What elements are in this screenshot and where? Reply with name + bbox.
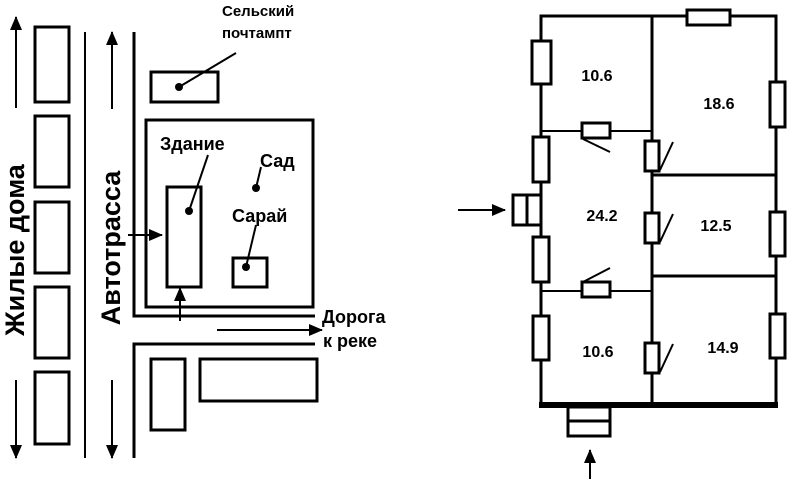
site-plan: Жилые дома Автотрасса Сельский почтампт … (0, 3, 387, 459)
building (165, 185, 203, 289)
house (33, 285, 71, 360)
room-area-label: 10.6 (582, 344, 613, 361)
room-area-label: 10.6 (581, 68, 612, 85)
door (643, 211, 661, 245)
road-edge-upper (132, 32, 315, 318)
door (643, 341, 661, 375)
garden-label: Сад (260, 151, 295, 171)
door-swing (659, 141, 674, 171)
road-edge-lower (132, 342, 315, 458)
room-area-label: 24.2 (586, 208, 617, 225)
residential-houses (33, 25, 71, 446)
road-label-line1: Дорога (322, 307, 387, 327)
building-leader (188, 154, 209, 212)
house (33, 25, 71, 104)
window (530, 39, 553, 86)
garden-leader (255, 166, 262, 189)
highway-label: Автотрасса (96, 170, 126, 326)
road-label-line2: к реке (323, 331, 377, 351)
house (33, 114, 71, 189)
door-swing (582, 267, 611, 283)
building-lower (149, 357, 187, 432)
plot (144, 118, 315, 309)
houses-label: Жилые дома (0, 163, 30, 337)
door (580, 280, 612, 299)
window (768, 210, 787, 258)
window (768, 80, 787, 129)
house (33, 370, 71, 446)
window (768, 312, 787, 360)
building-label: Здание (160, 134, 225, 154)
house (33, 200, 71, 275)
door-swing (659, 343, 674, 373)
shed (231, 256, 269, 289)
room-area-label: 12.5 (700, 218, 731, 235)
window (531, 235, 551, 284)
post-office-label-line2: почтампт (222, 25, 292, 42)
building-lower (198, 357, 319, 403)
shed-leader (245, 224, 257, 268)
post-office-leader (178, 52, 237, 88)
window (531, 314, 551, 362)
shed-label: Сарай (232, 206, 287, 226)
door (643, 139, 661, 173)
post-office (149, 70, 220, 104)
door-swing (582, 138, 611, 153)
post-office-label-line1: Сельский (222, 3, 294, 20)
window (685, 8, 732, 27)
door (580, 121, 612, 140)
door-swing (659, 213, 674, 243)
room-area-label: 14.9 (707, 340, 738, 357)
room-area-label: 18.6 (703, 96, 734, 113)
floor-plan: 10.6 18.6 24.2 12.5 10.6 14.9 (458, 8, 787, 479)
window (531, 135, 551, 184)
